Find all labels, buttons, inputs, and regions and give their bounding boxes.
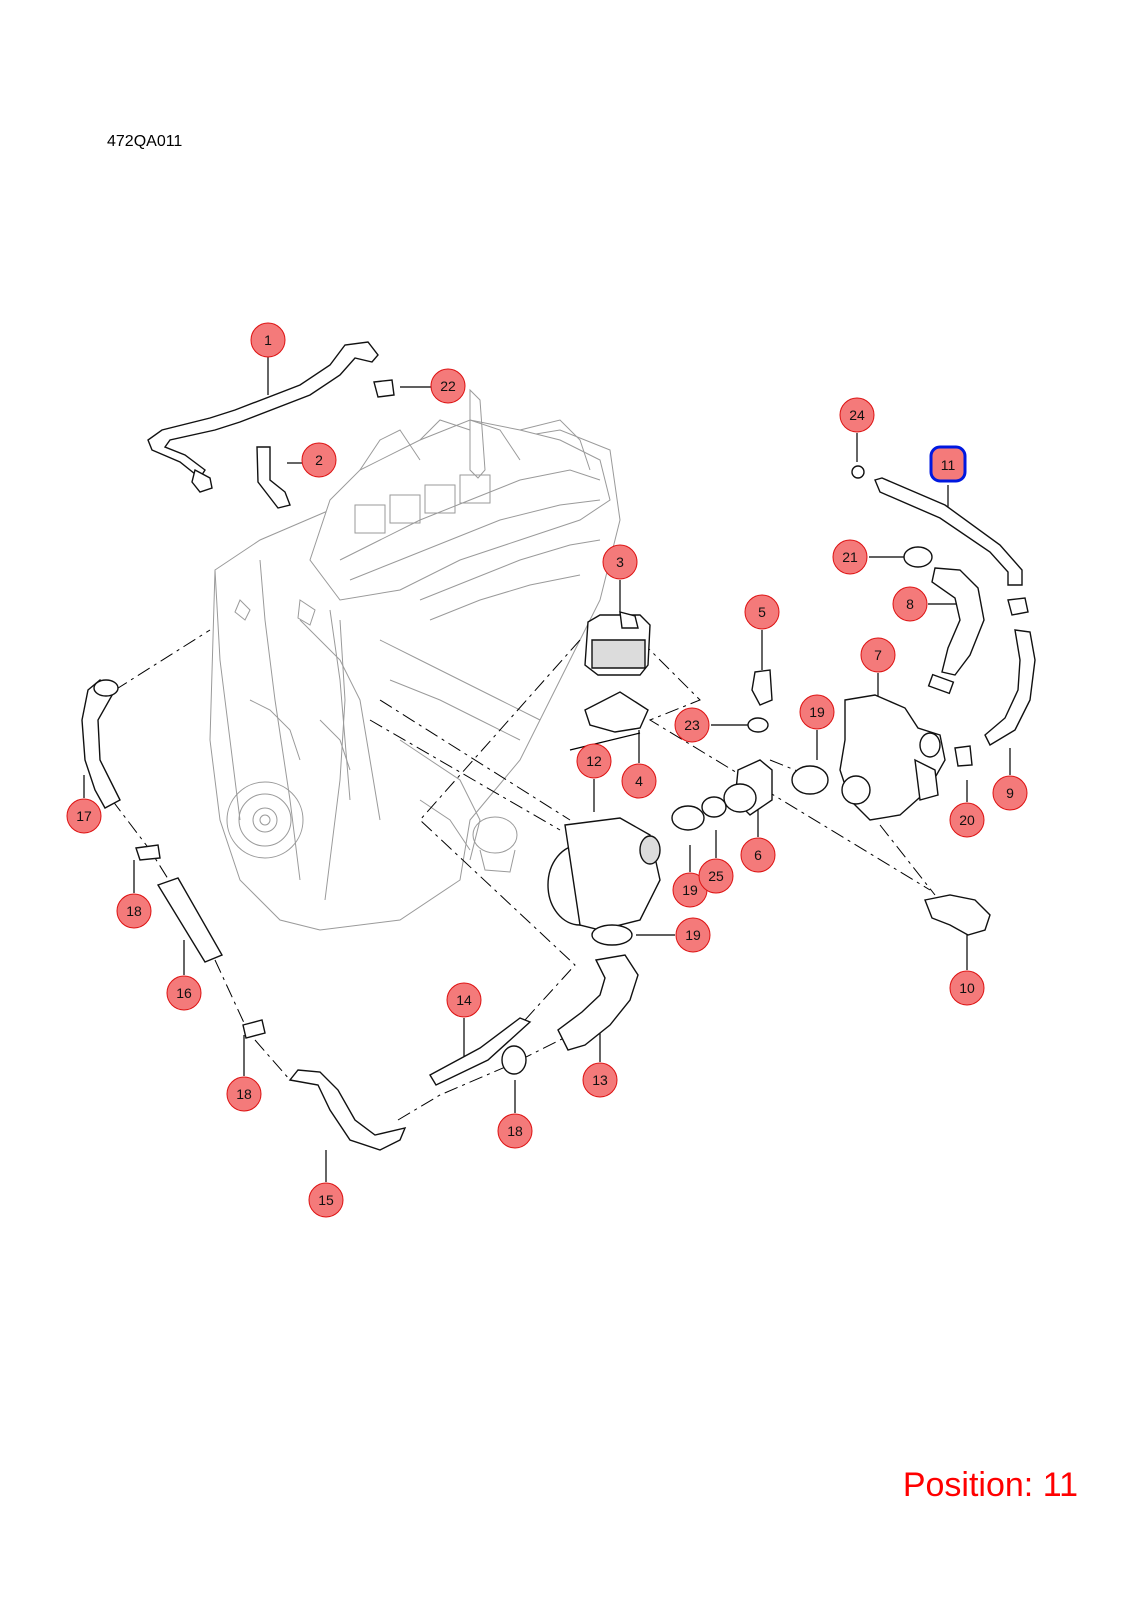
svg-text:6: 6 (754, 847, 762, 863)
svg-text:22: 22 (440, 378, 456, 394)
callout-2[interactable]: 2 (301, 442, 337, 478)
callout-16[interactable]: 16 (166, 975, 202, 1011)
svg-text:14: 14 (456, 992, 472, 1008)
callout-19-lower[interactable]: 19 (675, 917, 711, 953)
svg-text:8: 8 (906, 596, 914, 612)
callout-7[interactable]: 7 (860, 637, 896, 673)
callout-22[interactable]: 22 (430, 368, 466, 404)
callout-12[interactable]: 12 (576, 743, 612, 779)
svg-text:1: 1 (264, 332, 272, 348)
svg-text:18: 18 (236, 1086, 252, 1102)
svg-text:10: 10 (959, 980, 975, 996)
callout-21[interactable]: 21 (832, 539, 868, 575)
svg-text:15: 15 (318, 1192, 334, 1208)
svg-text:18: 18 (126, 903, 142, 919)
svg-text:9: 9 (1006, 785, 1014, 801)
callout-19-upper[interactable]: 19 (799, 694, 835, 730)
position-readout: Position: 11 (902, 1466, 1078, 1504)
callout-1[interactable]: 1 (250, 322, 286, 358)
callout-13[interactable]: 13 (582, 1062, 618, 1098)
diagram-code: 472QA011 (107, 133, 183, 150)
svg-text:20: 20 (959, 812, 975, 828)
callout-17[interactable]: 17 (66, 798, 102, 834)
leader-lines (83, 355, 1011, 1182)
svg-text:12: 12 (586, 753, 602, 769)
callout-3[interactable]: 3 (602, 544, 638, 580)
svg-text:7: 7 (874, 647, 882, 663)
svg-text:13: 13 (592, 1072, 608, 1088)
svg-text:3: 3 (616, 554, 624, 570)
svg-text:16: 16 (176, 985, 192, 1001)
callout-10[interactable]: 10 (949, 970, 985, 1006)
callout-25[interactable]: 25 (698, 858, 734, 894)
callout-4[interactable]: 4 (621, 763, 657, 799)
callout-5[interactable]: 5 (744, 594, 780, 630)
callout-20[interactable]: 20 (949, 802, 985, 838)
parts (81, 341, 1036, 1151)
callout-15[interactable]: 15 (308, 1182, 344, 1218)
svg-text:11: 11 (941, 457, 956, 473)
callouts: 1 22 2 24 11 21 3 8 5 7 19 23 4 12 9 20 … (66, 322, 1028, 1218)
engine-illustration (209, 388, 621, 931)
svg-text:4: 4 (635, 773, 643, 789)
callout-6[interactable]: 6 (740, 837, 776, 873)
callout-24[interactable]: 24 (839, 397, 875, 433)
svg-text:23: 23 (684, 717, 700, 733)
svg-text:25: 25 (708, 868, 724, 884)
callout-18-bottom[interactable]: 18 (497, 1113, 533, 1149)
svg-text:17: 17 (76, 808, 92, 824)
svg-text:18: 18 (507, 1123, 523, 1139)
svg-text:19: 19 (685, 927, 701, 943)
svg-text:2: 2 (315, 452, 323, 468)
svg-text:19: 19 (682, 882, 698, 898)
callout-11-selected[interactable]: 11 (929, 445, 967, 483)
callout-9[interactable]: 9 (992, 775, 1028, 811)
callout-8[interactable]: 8 (892, 586, 928, 622)
svg-text:24: 24 (849, 407, 865, 423)
svg-text:21: 21 (842, 549, 858, 565)
svg-text:19: 19 (809, 704, 825, 720)
callout-23[interactable]: 23 (674, 707, 710, 743)
callout-18-left[interactable]: 18 (116, 893, 152, 929)
svg-text:5: 5 (758, 604, 766, 620)
callout-14[interactable]: 14 (446, 982, 482, 1018)
callout-19-middle[interactable]: 19 (672, 872, 708, 908)
callout-18-lower-left[interactable]: 18 (226, 1076, 262, 1112)
